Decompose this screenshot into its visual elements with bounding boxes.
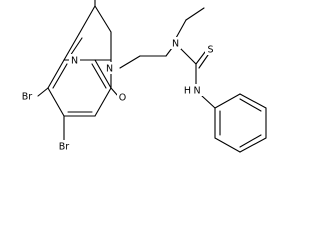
bond — [239, 93, 267, 109]
bond — [165, 47, 173, 57]
bond — [201, 95, 216, 109]
bond — [47, 59, 65, 89]
bond — [69, 37, 83, 57]
bond — [198, 54, 209, 69]
atom-label-nh: N — [193, 86, 200, 97]
bond — [47, 87, 65, 117]
atom-label-br1: Br — [22, 92, 33, 103]
bond — [91, 63, 107, 89]
bond — [78, 5, 96, 35]
bond — [52, 63, 68, 89]
bond — [119, 55, 141, 69]
atom-label-o: O — [119, 93, 126, 104]
bond — [239, 98, 262, 112]
atom-bg — [192, 84, 210, 96]
molecule-canvas: N N O Br Br N S N H — [18, 0, 267, 153]
bond — [239, 137, 267, 153]
atom-bg — [170, 37, 181, 49]
bond — [195, 51, 206, 65]
atom-bg — [205, 43, 216, 55]
bond — [94, 59, 112, 89]
bond — [37, 87, 49, 97]
atom-bg — [18, 90, 36, 102]
bond — [214, 137, 241, 153]
atom-bg — [69, 54, 80, 66]
bond — [179, 47, 197, 65]
atom-label-br2: Br — [59, 142, 70, 153]
atom-label-s: S — [207, 45, 213, 56]
atom-bg — [55, 140, 73, 152]
bond — [63, 33, 80, 61]
bond — [94, 87, 112, 117]
atom-bg — [104, 62, 115, 74]
bond — [239, 134, 262, 148]
bond — [185, 7, 205, 21]
bond — [175, 19, 187, 39]
atom-bg — [117, 91, 128, 103]
bond — [110, 87, 119, 97]
atom-label-h: H — [184, 86, 191, 97]
atom-label-n3: N — [106, 64, 113, 75]
bond — [94, 5, 112, 33]
bond — [214, 93, 241, 109]
atom-label-n-thio: N — [172, 39, 179, 50]
atom-label-n1: N — [71, 56, 78, 67]
molecule-structure: N N O Br Br N S N H — [18, 0, 267, 153]
